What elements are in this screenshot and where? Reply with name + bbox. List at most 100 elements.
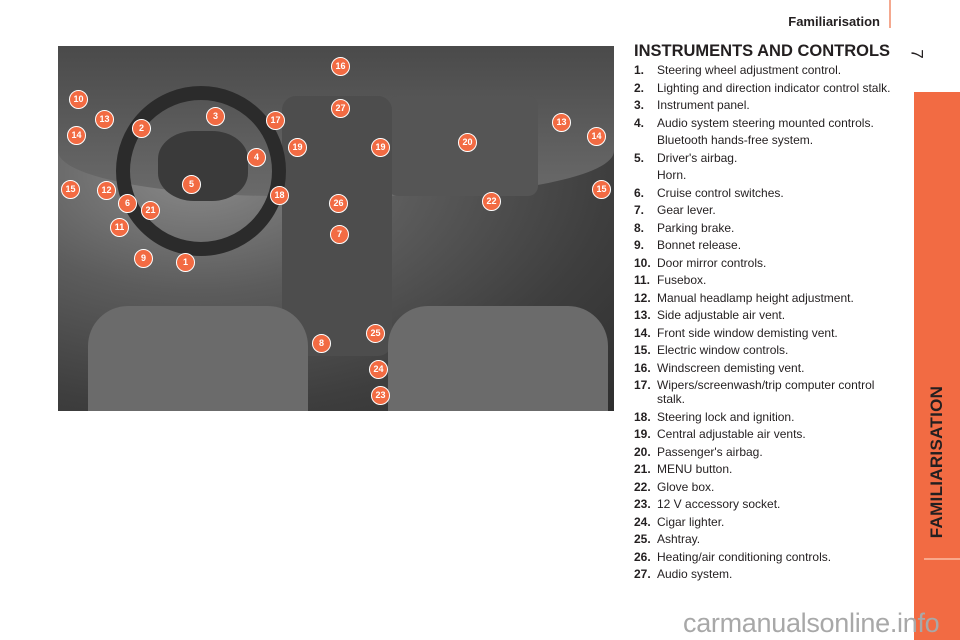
list-item: 7. Gear lever. <box>634 203 904 217</box>
item-text: Instrument panel. <box>657 98 750 112</box>
item-text: Gear lever. <box>657 203 716 217</box>
list-item-subtext: Horn. <box>657 168 687 182</box>
item-number: 5. <box>634 150 645 165</box>
list-item: 16. Windscreen demisting vent. <box>634 361 904 375</box>
callout-marker: 11 <box>110 218 129 237</box>
item-number: 14. <box>634 325 651 340</box>
list-item: 1.Steering wheel adjustment control. <box>634 63 904 77</box>
item-text: Ashtray. <box>657 532 701 546</box>
item-text: Door mirror controls. <box>657 255 767 270</box>
item-number: 19. <box>634 427 651 441</box>
item-number: 3. <box>634 98 645 112</box>
item-text: Passenger's airbag. <box>657 444 763 459</box>
item-text: Audio system steering mounted controls. <box>657 115 874 130</box>
item-number: 2. <box>634 80 645 95</box>
callout-marker: 21 <box>141 201 160 220</box>
callout-marker: 5 <box>182 175 201 194</box>
callout-marker: 3 <box>206 107 225 126</box>
list-item: 4. Audio system steering mounted controls… <box>634 116 904 130</box>
list-item: 6.Cruise control switches. <box>634 186 904 200</box>
list-item: 23.12 V accessory socket. <box>634 497 904 511</box>
item-number: 1. <box>634 63 645 77</box>
item-text: Heating/air conditioning controls. <box>657 549 832 564</box>
item-number: 9. <box>634 238 645 252</box>
item-text: Central adjustable air vents. <box>657 427 806 441</box>
list-item: 14. Front side window demisting vent. <box>634 326 904 340</box>
watermark: carmanualsonline.info <box>683 608 940 638</box>
controls-list: 1.Steering wheel adjustment control. 2. Li… <box>634 63 904 585</box>
passenger-seat-shape <box>388 306 608 411</box>
callout-marker: 13 <box>95 110 114 129</box>
list-item: 22. Glove box. <box>634 480 904 494</box>
callout-marker: 15 <box>592 180 611 199</box>
item-number: 21. <box>634 462 651 476</box>
item-text: Front side window demisting vent. <box>657 325 838 340</box>
list-item: 3. Instrument panel. <box>634 98 904 112</box>
item-number: 15. <box>634 343 651 357</box>
item-text: Side adjustable air vent. <box>657 308 786 322</box>
callout-marker: 6 <box>118 194 137 213</box>
item-number: 24. <box>634 514 651 529</box>
item-number: 6. <box>634 185 645 200</box>
callout-marker: 15 <box>61 180 80 199</box>
item-text: Wipers/screenwash/trip computer control … <box>657 378 875 406</box>
list-item: 8. Parking brake. <box>634 221 904 235</box>
callout-marker: 20 <box>458 133 477 152</box>
list-item: 19. Central adjustable air vents. <box>634 427 904 441</box>
side-tab-label: FAMILIARISATION <box>927 385 946 539</box>
list-item: 9. Bonnet release. <box>634 238 904 252</box>
callout-marker: 10 <box>69 90 88 109</box>
page-number: 7 <box>907 49 927 59</box>
item-text: Cigar lighter. <box>657 514 725 529</box>
callout-marker: 26 <box>329 194 348 213</box>
item-number: 25. <box>634 532 651 546</box>
header-divider <box>889 0 891 28</box>
steering-hub-shape <box>158 131 248 201</box>
list-item: 20.Passenger's airbag. <box>634 445 904 459</box>
list-item: 13.Side adjustable air vent. <box>634 308 904 322</box>
side-tab-divider <box>924 558 960 560</box>
driver-seat-shape <box>88 306 308 411</box>
item-text: Lighting and direction indicator control… <box>657 80 891 95</box>
list-item: 27. Audio system. <box>634 567 904 581</box>
callout-marker: 13 <box>552 113 571 132</box>
item-number: 7. <box>634 203 645 217</box>
item-number: 11. <box>634 273 651 287</box>
item-text: Parking brake. <box>657 220 735 235</box>
item-text: Bonnet release. <box>657 238 742 252</box>
item-text: Glove box. <box>657 479 715 494</box>
callout-marker: 9 <box>134 249 153 268</box>
list-item: 2. Lighting and direction indicator contr… <box>634 81 904 95</box>
item-number: 8. <box>634 220 645 235</box>
callout-marker: 25 <box>366 324 385 343</box>
callout-marker: 16 <box>331 57 350 76</box>
item-number: 26. <box>634 549 651 564</box>
list-item: 17. Wipers/screenwash/trip computer contr… <box>634 378 904 406</box>
item-number: 4. <box>634 115 645 130</box>
item-text: Manual headlamp height adjustment. <box>657 290 854 305</box>
list-item: 26. Heating/air conditioning controls. <box>634 550 904 564</box>
list-item: 12.Manual headlamp height adjustment. <box>634 291 904 305</box>
item-number: 27. <box>634 567 651 581</box>
callout-marker: 23 <box>371 386 390 405</box>
list-item: 25. Ashtray. <box>634 532 904 546</box>
item-text: MENU button. <box>657 462 733 476</box>
callout-marker: 14 <box>67 126 86 145</box>
callout-marker: 12 <box>97 181 116 200</box>
callout-marker: 1 <box>176 253 195 272</box>
callout-marker: 24 <box>369 360 388 379</box>
callout-marker: 17 <box>266 111 285 130</box>
list-item: 15.Electric window controls. <box>634 343 904 357</box>
item-text: Audio system. <box>657 567 733 581</box>
item-text: Driver's airbag. <box>657 150 738 165</box>
section-side-tab: FAMILIARISATION <box>914 92 960 640</box>
item-number: 22. <box>634 479 651 494</box>
item-number: 16. <box>634 360 651 375</box>
list-item: 10.Door mirror controls. <box>634 256 904 270</box>
section-header: Familiarisation <box>788 14 880 29</box>
item-text: Windscreen demisting vent. <box>657 360 805 375</box>
callout-marker: 7 <box>330 225 349 244</box>
item-number: 17. <box>634 378 651 392</box>
item-text: 12 V accessory socket. <box>657 497 781 511</box>
